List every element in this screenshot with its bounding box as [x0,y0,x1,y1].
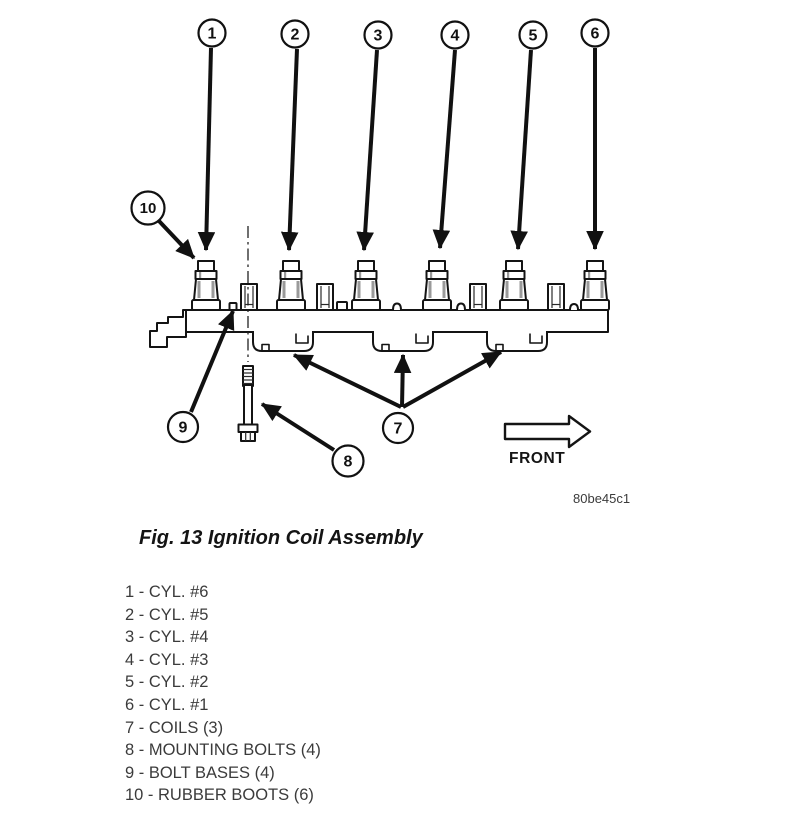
bolt-base-2 [316,283,334,311]
mounting-bolt [237,365,259,442]
callout-balloons: 1 2 3 4 5 6 7 [130,18,610,478]
callout-7: 7 [381,411,415,445]
rubber-boot-6 [580,260,610,311]
leader-arrow-5 [510,49,533,251]
leader-arrows [157,47,604,452]
ignition-coil-assembly-diagram: FRONT 80be45c1 1 2 [130,18,630,506]
leader-arrow-1 [197,47,216,252]
coil-body-2 [372,331,434,352]
callout-10-label: 10 [140,200,157,217]
bolt-base-4 [547,283,565,311]
callout-1-label: 1 [208,26,217,43]
callout-3-label: 3 [374,28,383,45]
legend-item: 4 - CYL. #3 [125,650,209,669]
rubber-boot-2 [276,260,306,311]
front-direction-arrow: FRONT [503,414,592,467]
callout-7-label: 7 [394,421,403,438]
rubber-boot-1 [191,260,221,311]
legend-item: 6 - CYL. #1 [125,695,209,714]
callout-6: 6 [580,18,610,48]
callout-10: 10 [130,190,166,226]
legend-list: 1 - CYL. #6 2 - CYL. #5 3 - CYL. #4 4 - … [125,581,321,807]
legend-item: 7 - COILS (3) [125,718,224,737]
callout-8: 8 [331,444,365,478]
leader-arrow-10 [157,219,196,260]
callout-2: 2 [280,19,310,49]
figure-caption: Fig. 13 Ignition Coil Assembly [139,527,423,549]
callout-2-label: 2 [291,27,300,44]
coil-body-3 [486,331,548,352]
callout-5-label: 5 [529,28,538,45]
callout-4-label: 4 [451,28,460,45]
callout-8-label: 8 [344,454,353,471]
rubber-boot-3 [351,260,381,311]
bolt-base-3 [469,283,487,311]
leader-arrow-4 [432,49,457,250]
rail-tabs [228,301,579,311]
callout-4: 4 [440,20,470,50]
legend-item: 8 - MOUNTING BOLTS (4) [125,741,321,760]
callout-5: 5 [518,20,548,50]
rubber-boot-5 [499,260,529,311]
callout-9: 9 [166,410,200,444]
coil-rail-assembly [149,260,610,352]
front-label: FRONT [509,450,565,467]
rail-left-bracket [149,309,187,348]
drawing-code: 80be45c1 [573,491,630,506]
legend-item: 5 - CYL. #2 [125,673,209,692]
leader-arrow-3 [356,49,379,252]
callout-3: 3 [363,20,393,50]
bolt-base-1 [240,283,258,311]
legend-item: 10 - RUBBER BOOTS (6) [125,786,314,805]
leader-arrow-8 [260,402,336,452]
leader-arrow-2 [280,48,299,252]
legend-item: 1 - CYL. #6 [125,583,209,601]
callout-1: 1 [197,18,227,48]
leader-arrow-7-middle [393,353,412,408]
coil-body-1 [252,331,314,352]
callout-9-label: 9 [179,420,188,437]
rubber-boot-4 [422,260,452,311]
leader-arrow-7-right [402,350,503,409]
callout-6-label: 6 [591,26,600,43]
legend-item: 2 - CYL. #5 [125,605,209,624]
legend-item: 3 - CYL. #4 [125,628,209,647]
leader-arrow-9 [189,309,235,413]
rail-bar [185,309,609,333]
legend-item: 9 - BOLT BASES (4) [125,763,275,782]
leader-arrow-7-left [292,353,402,409]
